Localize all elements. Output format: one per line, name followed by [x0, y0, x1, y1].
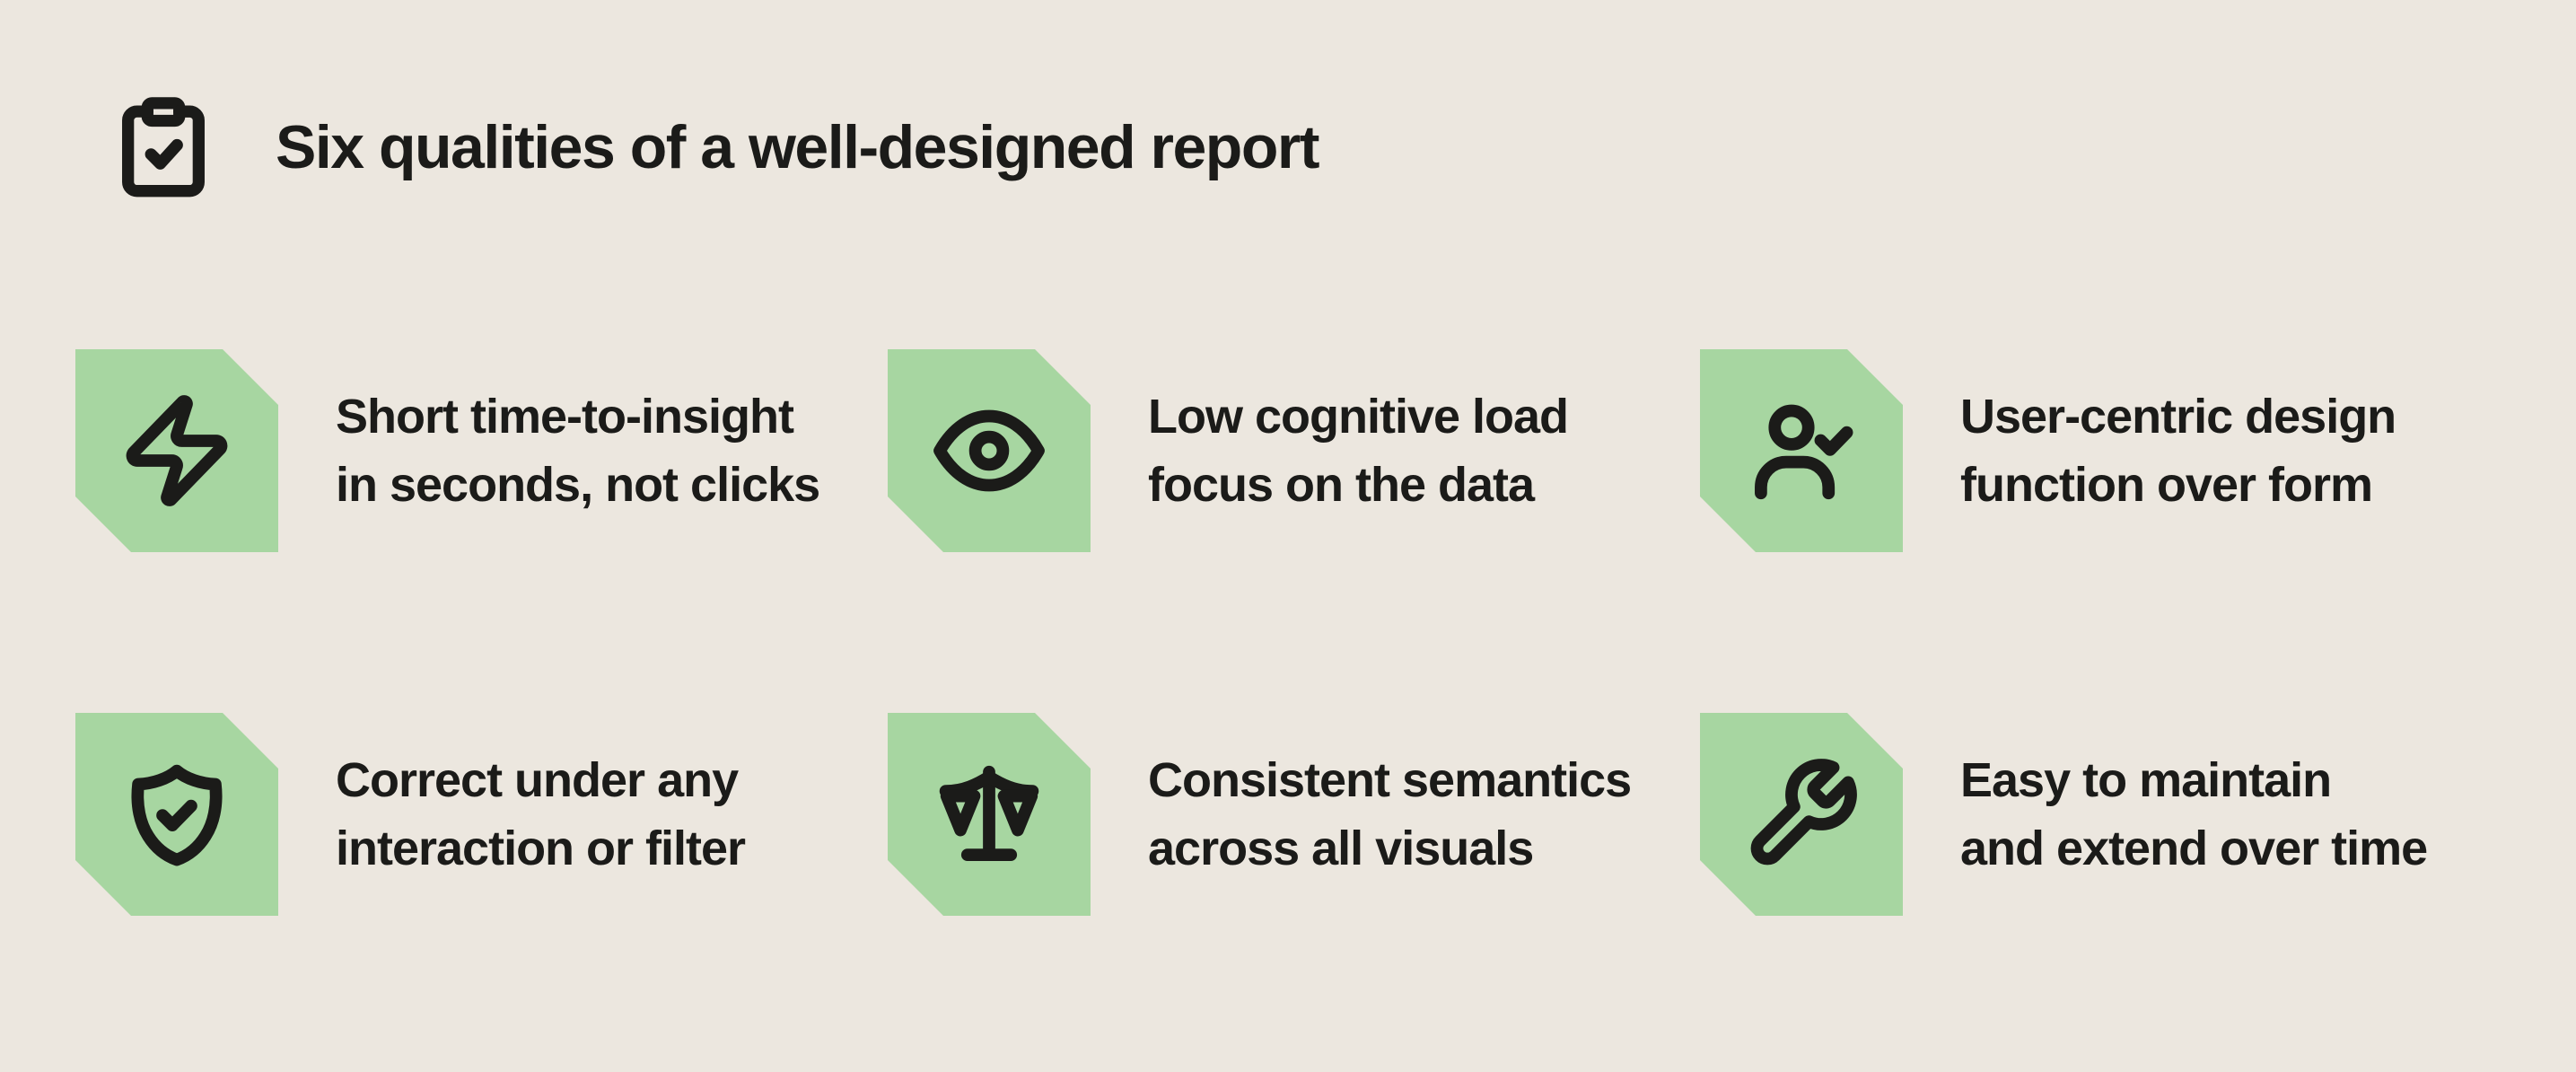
quality-line-1: Low cognitive load: [1148, 390, 1569, 444]
quality-line-2: across all visuals: [1148, 822, 1534, 875]
quality-line-2: focus on the data: [1148, 458, 1535, 512]
quality-text: User-centric design function over form: [1960, 382, 2396, 519]
quality-line-2: in seconds, not clicks: [336, 458, 820, 512]
user-check-icon: [1755, 404, 1853, 500]
icon-badge: [888, 349, 1091, 552]
qualities-grid: Short time-to-insight in seconds, not cl…: [75, 349, 2512, 916]
clipboard-check-icon: [122, 97, 205, 198]
icon-badge: [1700, 713, 1903, 916]
quality-tile: Correct under any interaction or filter: [75, 713, 888, 916]
icon-badge: [75, 713, 278, 916]
scale-icon: [939, 765, 1039, 861]
shield-check-icon: [131, 764, 223, 866]
quality-line-2: and extend over time: [1960, 822, 2428, 875]
wrench-icon: [1750, 759, 1857, 866]
quality-text: Consistent semantics across all visuals: [1148, 746, 1632, 883]
quality-line-1: Consistent semantics: [1148, 753, 1632, 807]
quality-line-1: Correct under any: [336, 753, 739, 807]
quality-tile: Short time-to-insight in seconds, not cl…: [75, 349, 888, 552]
icon-badge: [1700, 349, 1903, 552]
icon-badge: [888, 713, 1091, 916]
icon-badge: [75, 349, 278, 552]
page-title: Six qualities of a well-designed report: [276, 113, 1319, 181]
quality-line-2: interaction or filter: [336, 822, 746, 875]
lightning-icon: [126, 395, 228, 506]
quality-tile: User-centric design function over form: [1700, 349, 2512, 552]
quality-text: Correct under any interaction or filter: [336, 746, 746, 883]
quality-text: Easy to maintain and extend over time: [1960, 746, 2428, 883]
quality-line-1: Easy to maintain: [1960, 753, 2332, 807]
header: Six qualities of a well-designed report: [110, 92, 1319, 203]
quality-tile: Low cognitive load focus on the data: [888, 349, 1700, 552]
quality-text: Short time-to-insight in seconds, not cl…: [336, 382, 820, 519]
quality-text: Low cognitive load focus on the data: [1148, 382, 1569, 519]
quality-line-1: Short time-to-insight: [336, 390, 794, 444]
quality-line-2: function over form: [1960, 458, 2373, 512]
quality-line-1: User-centric design: [1960, 390, 2396, 444]
quality-tile: Consistent semantics across all visuals: [888, 713, 1700, 916]
quality-tile: Easy to maintain and extend over time: [1700, 713, 2512, 916]
eye-icon: [933, 409, 1045, 492]
